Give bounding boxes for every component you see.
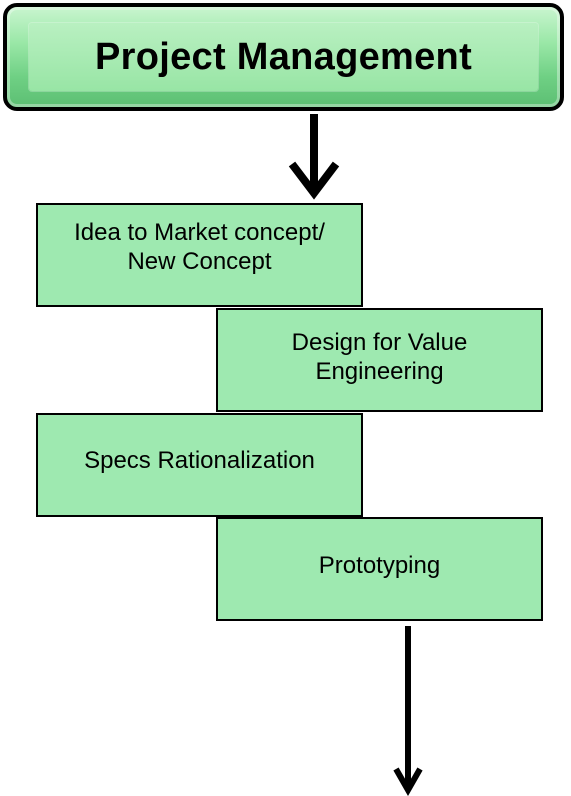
project-management-header: Project Management xyxy=(3,3,564,111)
step-prototyping: Prototyping xyxy=(216,517,543,621)
step-idea-to-market: Idea to Market concept/ New Concept xyxy=(36,203,363,307)
step-specs-rationalization: Specs Rationalization xyxy=(36,413,363,517)
step-design-for-value: Design for Value Engineering xyxy=(216,308,543,412)
step-label: Prototyping xyxy=(318,551,441,579)
header-bevel xyxy=(29,23,538,91)
step-label: Specs Rationalization xyxy=(84,446,315,474)
top-arrow-head xyxy=(288,161,340,200)
header-title: Project Management xyxy=(94,35,473,78)
step-label: Idea to Market concept/ New Concept xyxy=(74,219,325,275)
bottom-arrow-head xyxy=(393,767,423,796)
step-label: Design for Value Engineering xyxy=(291,329,468,385)
